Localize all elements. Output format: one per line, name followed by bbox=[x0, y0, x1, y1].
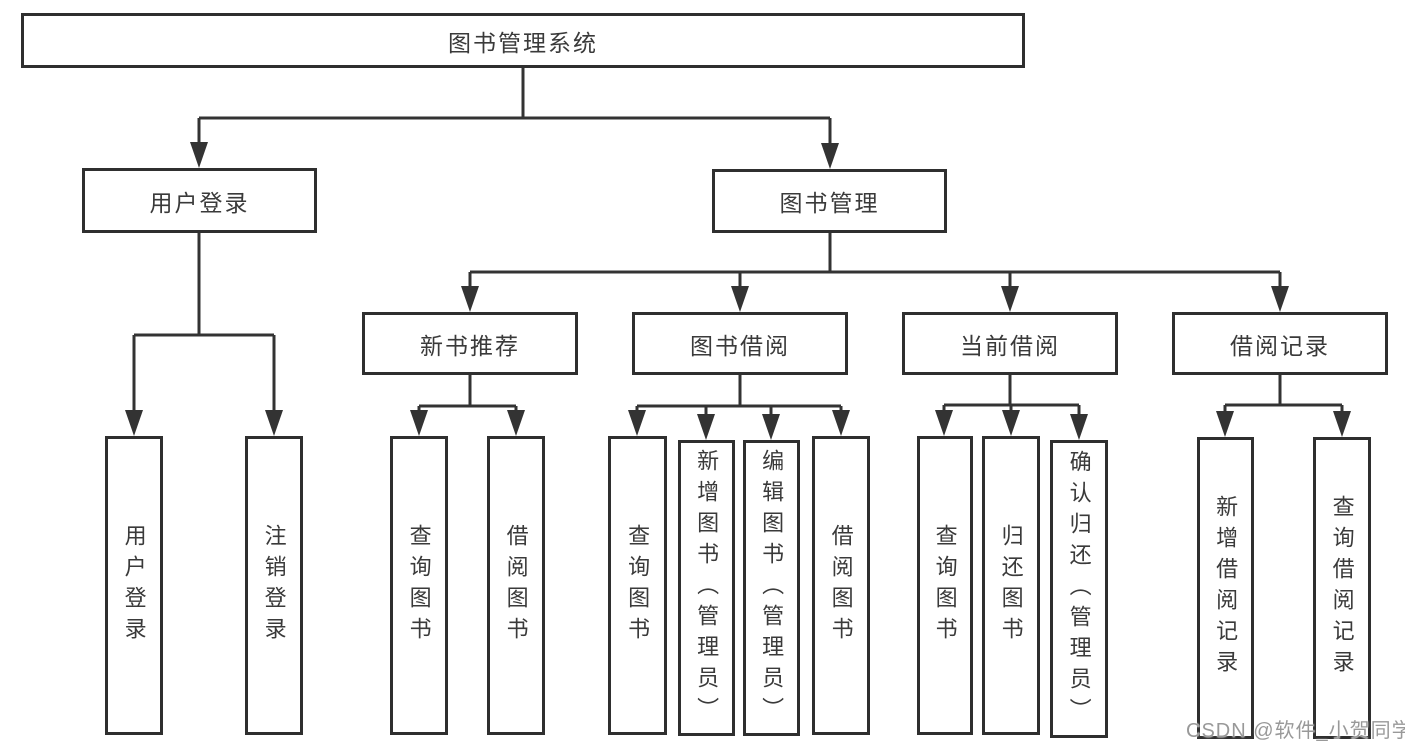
leaf-query-books-recommend-label: 查询图书 bbox=[406, 523, 432, 648]
node-book-borrow-label: 图书借阅 bbox=[690, 332, 790, 359]
node-user-login: 用户登录 bbox=[82, 168, 317, 233]
leaf-add-borrow-record: 新增借阅记录 bbox=[1197, 437, 1254, 739]
leaf-query-books-borrow-label: 查询图书 bbox=[625, 523, 651, 648]
node-borrow-records: 借阅记录 bbox=[1172, 312, 1388, 375]
arrowhead bbox=[1070, 414, 1088, 440]
leaf-add-borrow-record-label: 新增借阅记录 bbox=[1213, 495, 1239, 681]
leaf-confirm-return-admin: 确认归还（管理员） bbox=[1050, 440, 1108, 738]
leaf-borrow-books: 借阅图书 bbox=[812, 436, 870, 735]
leaf-edit-books-admin-label: 编辑图书（管理员） bbox=[759, 448, 785, 728]
leaf-user-login: 用户登录 bbox=[105, 436, 163, 735]
arrowhead bbox=[1002, 410, 1020, 436]
leaf-confirm-return-admin-label: 确认归还（管理员） bbox=[1066, 449, 1092, 729]
arrowhead bbox=[461, 286, 479, 312]
node-new-book-recommend: 新书推荐 bbox=[362, 312, 578, 375]
arrowhead bbox=[731, 286, 749, 312]
arrowhead bbox=[1333, 411, 1351, 437]
arrowhead bbox=[935, 410, 953, 436]
leaf-logout-label: 注销登录 bbox=[261, 523, 287, 648]
arrowhead bbox=[697, 414, 715, 440]
leaf-borrow-books-recommend-label: 借阅图书 bbox=[503, 523, 529, 648]
leaf-query-borrow-record: 查询借阅记录 bbox=[1313, 437, 1371, 739]
leaf-return-books: 归还图书 bbox=[982, 436, 1040, 735]
arrowhead bbox=[190, 142, 208, 168]
node-root-label: 图书管理系统 bbox=[448, 29, 598, 56]
leaf-return-books-label: 归还图书 bbox=[998, 523, 1024, 648]
node-book-management-label: 图书管理 bbox=[779, 190, 880, 216]
node-current-borrow-label: 当前借阅 bbox=[960, 332, 1060, 359]
leaf-query-books-borrow: 查询图书 bbox=[608, 436, 667, 735]
leaf-query-borrow-record-label: 查询借阅记录 bbox=[1329, 495, 1355, 681]
leaf-logout: 注销登录 bbox=[245, 436, 303, 735]
arrowhead bbox=[265, 410, 283, 436]
arrowhead bbox=[1271, 286, 1289, 312]
arrowhead bbox=[821, 143, 839, 169]
node-borrow-records-label: 借阅记录 bbox=[1230, 332, 1330, 359]
node-new-book-recommend-label: 新书推荐 bbox=[420, 332, 520, 359]
arrowhead bbox=[1216, 411, 1234, 437]
leaf-borrow-books-recommend: 借阅图书 bbox=[487, 436, 545, 735]
leaf-query-books-current-label: 查询图书 bbox=[932, 523, 958, 648]
leaf-user-login-label: 用户登录 bbox=[121, 523, 147, 648]
node-book-borrow: 图书借阅 bbox=[632, 312, 848, 375]
arrowhead bbox=[507, 410, 525, 436]
arrowhead bbox=[125, 410, 143, 436]
node-book-management: 图书管理 bbox=[712, 169, 947, 233]
arrowhead bbox=[762, 414, 780, 440]
arrowhead bbox=[628, 410, 646, 436]
csdn-watermark: CSDN @软件_小贺同学 bbox=[1186, 720, 1405, 742]
node-root: 图书管理系统 bbox=[21, 13, 1025, 68]
leaf-edit-books-admin: 编辑图书（管理员） bbox=[743, 440, 800, 736]
leaf-query-books-recommend: 查询图书 bbox=[390, 436, 448, 735]
leaf-add-books-admin-label: 新增图书（管理员） bbox=[694, 448, 720, 728]
arrowhead bbox=[1001, 286, 1019, 312]
leaf-add-books-admin: 新增图书（管理员） bbox=[678, 440, 735, 736]
arrowhead bbox=[410, 410, 428, 436]
leaf-borrow-books-label: 借阅图书 bbox=[828, 523, 854, 648]
arrowhead bbox=[832, 410, 850, 436]
node-user-login-label: 用户登录 bbox=[149, 189, 250, 216]
node-current-borrow: 当前借阅 bbox=[902, 312, 1118, 375]
leaf-query-books-current: 查询图书 bbox=[917, 436, 973, 735]
